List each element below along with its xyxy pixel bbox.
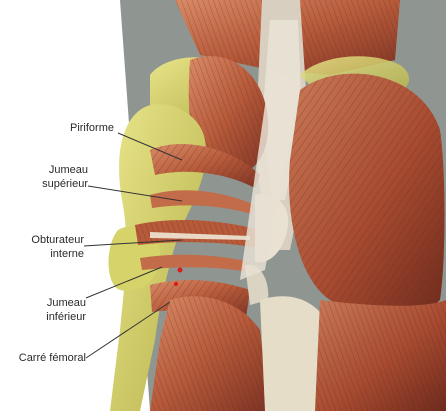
label-jumeau-inferieur-line2: inférieur [46, 310, 86, 324]
label-jumeau-superieur-line1: Jumeau [42, 163, 88, 177]
label-carre-femoral: Carré fémoral [19, 351, 86, 365]
label-obturateur-interne-line1: Obturateur [31, 233, 84, 247]
label-carre-femoral-text: Carré fémoral [19, 351, 86, 365]
vessel-dot [174, 282, 178, 286]
label-piriforme: Piriforme [70, 121, 114, 135]
vessel-dot [178, 268, 183, 273]
label-jumeau-inferieur-line1: Jumeau [46, 296, 86, 310]
label-jumeau-superieur: Jumeau supérieur [42, 163, 88, 191]
label-jumeau-inferieur: Jumeau inférieur [46, 296, 86, 324]
label-obturateur-interne: Obturateur interne [31, 233, 84, 261]
label-obturateur-interne-line2: interne [31, 247, 84, 261]
label-piriforme-text: Piriforme [70, 121, 114, 135]
label-jumeau-superieur-line2: supérieur [42, 177, 88, 191]
